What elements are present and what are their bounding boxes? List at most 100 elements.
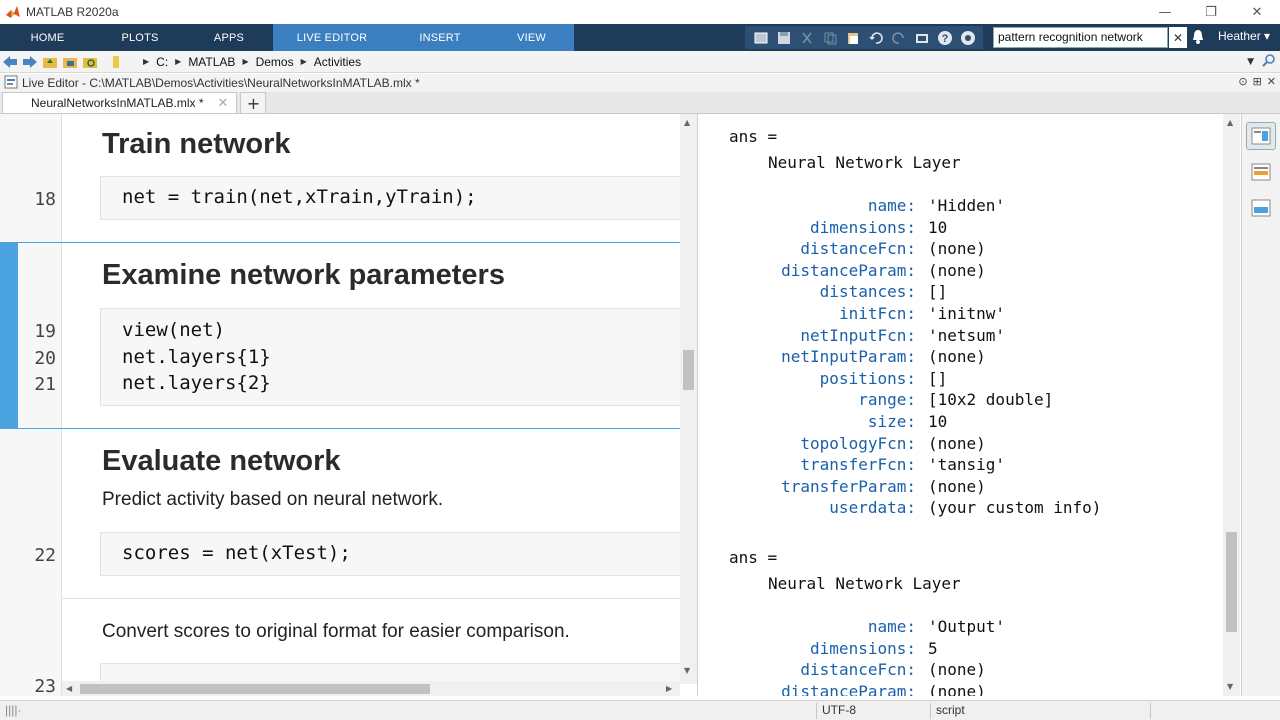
maximize-button[interactable]: ❐ xyxy=(1188,0,1234,24)
bell-icon xyxy=(1193,30,1203,44)
breadcrumb-drive[interactable]: C: xyxy=(156,54,169,69)
property-value: 10 xyxy=(928,217,948,237)
tab-label: NeuralNetworksInMATLAB.mlx * xyxy=(31,96,204,110)
minimize-button[interactable]: — xyxy=(1142,0,1188,24)
close-editor-button[interactable]: ✕ xyxy=(1267,75,1276,88)
scrollbar-thumb[interactable] xyxy=(1226,532,1237,632)
scrollbar-thumb[interactable] xyxy=(80,684,430,694)
editor-actions-button[interactable]: ⊙ xyxy=(1238,75,1247,88)
code-block-train[interactable]: net = train(net,xTrain,yTrain); xyxy=(100,176,680,220)
cut-button[interactable] xyxy=(797,28,816,47)
property-name: topologyFcn: xyxy=(800,433,916,453)
property-name: distanceFcn: xyxy=(800,660,916,680)
tab-insert[interactable]: INSERT xyxy=(391,24,489,51)
search-clear-button[interactable]: ✕ xyxy=(1169,27,1187,48)
find-files-button[interactable] xyxy=(80,52,100,72)
switch-windows-button[interactable] xyxy=(912,28,931,47)
property-name: positions: xyxy=(819,368,916,388)
title-bar: MATLAB R2020a — ❐ ✕ xyxy=(0,0,1280,24)
property-value: [10x2 double] xyxy=(928,390,1054,410)
property-value: 5 xyxy=(928,638,938,658)
tab-neuralnetworks-mlx[interactable]: NeuralNetworksInMATLAB.mlx * ✕ xyxy=(2,92,238,113)
scrollbar-thumb[interactable] xyxy=(683,350,694,390)
hide-code-icon xyxy=(1251,199,1271,217)
section-heading-evaluate[interactable]: Evaluate network xyxy=(102,445,341,477)
breadcrumb-activities[interactable]: Activities xyxy=(313,54,362,69)
notifications-button[interactable] xyxy=(1190,29,1206,45)
tab-view[interactable]: VIEW xyxy=(489,24,574,51)
section-heading-train[interactable]: Train network xyxy=(102,128,291,160)
live-script-editor[interactable]: Train network net = train(net,xTrain,yTr… xyxy=(0,114,697,696)
section-text-convert[interactable]: Convert scores to original format for ea… xyxy=(102,621,570,642)
undo-button[interactable] xyxy=(866,28,885,47)
close-tab-button[interactable]: ✕ xyxy=(217,95,229,110)
forward-button[interactable] xyxy=(20,52,40,72)
section-text-evaluate[interactable]: Predict activity based on neural network… xyxy=(102,489,444,510)
back-icon xyxy=(3,55,17,68)
editor-horizontal-scrollbar[interactable]: ◀ ▶ xyxy=(62,681,680,696)
up-folder-button[interactable] xyxy=(40,52,60,72)
tab-home[interactable]: HOME xyxy=(30,31,65,44)
search-documentation-input[interactable]: pattern recognition network xyxy=(993,27,1168,48)
code-line[interactable]: net.layers{1} xyxy=(122,346,271,368)
output-inline-button[interactable] xyxy=(1246,158,1276,186)
back-button[interactable] xyxy=(0,52,20,72)
undock-button[interactable]: ⊞ xyxy=(1253,75,1262,88)
section-boundary xyxy=(62,598,680,599)
scroll-left-icon[interactable]: ◀ xyxy=(66,684,73,693)
status-encoding: UTF-8 xyxy=(822,703,856,717)
scroll-down-icon[interactable]: ▼ xyxy=(1227,682,1234,691)
breadcrumb-demos[interactable]: Demos xyxy=(255,54,294,69)
property-value: (none) xyxy=(928,660,986,680)
editor-vertical-scrollbar[interactable]: ▲ ▼ xyxy=(680,114,697,684)
community-button[interactable] xyxy=(958,28,977,47)
property-name: name: xyxy=(867,617,916,636)
paste-button[interactable] xyxy=(843,28,862,47)
property-value: (none) xyxy=(928,433,986,453)
property-name: range: xyxy=(858,390,916,410)
code-block-examine[interactable]: view(net) net.layers{1} net.layers{2} xyxy=(100,308,680,406)
breadcrumb-matlab[interactable]: MATLAB xyxy=(188,54,236,69)
code-line[interactable]: view(net) xyxy=(122,319,225,341)
output-vertical-scrollbar[interactable]: ▲ ▼ xyxy=(1223,114,1240,696)
maximize-icon: ❐ xyxy=(1205,4,1217,20)
user-account-menu[interactable]: Heather ▾ xyxy=(1218,29,1271,43)
save-button[interactable] xyxy=(774,28,793,47)
output-right-button[interactable] xyxy=(1246,122,1276,150)
code-block-evaluate[interactable]: scores = net(xTest); xyxy=(100,532,680,576)
tab-live-editor[interactable]: LIVE EDITOR xyxy=(273,24,391,51)
copy-button[interactable] xyxy=(820,28,839,47)
active-section-indicator[interactable] xyxy=(0,242,18,428)
property-value: 10 xyxy=(928,412,948,431)
tab-plots[interactable]: PLOTS xyxy=(121,31,159,44)
quick-access-toolbar: ? xyxy=(745,26,983,49)
scroll-up-icon[interactable]: ▲ xyxy=(1227,118,1234,127)
property-name: userdata: xyxy=(829,498,916,518)
help-button[interactable]: ? xyxy=(935,28,954,47)
scroll-up-icon[interactable]: ▲ xyxy=(684,118,691,127)
property-value: 'tansig' xyxy=(928,455,1006,475)
property-name: distances: xyxy=(819,282,916,302)
property-value: (none) xyxy=(928,239,986,259)
browse-folder-button[interactable] xyxy=(60,52,80,72)
layout-button[interactable] xyxy=(751,28,770,47)
address-dropdown-icon[interactable]: ▼ xyxy=(1247,56,1254,67)
new-tab-button[interactable]: + xyxy=(240,92,267,113)
search-folder-button[interactable] xyxy=(1262,53,1276,70)
output-inline-icon xyxy=(1251,163,1271,181)
redo-button[interactable] xyxy=(889,28,908,47)
scroll-right-icon[interactable]: ▶ xyxy=(666,684,673,693)
breadcrumb: ▶ C: ▶ MATLAB ▶ Demos ▶ Activities xyxy=(136,55,361,69)
tab-apps[interactable]: APPS xyxy=(213,31,245,44)
chevron-right-icon: ▶ xyxy=(242,57,249,66)
property-value: 'initnw' xyxy=(928,304,1006,323)
code-line[interactable]: scores = net(xTest); xyxy=(122,542,351,564)
layout-icon xyxy=(754,32,767,43)
hide-code-button[interactable] xyxy=(1246,194,1276,222)
code-line[interactable]: net = train(net,xTrain,yTrain); xyxy=(122,186,477,208)
scroll-down-icon[interactable]: ▼ xyxy=(684,666,691,675)
output-pane[interactable]: ans = Neural Network Layer name:'Hidden'… xyxy=(697,114,1241,696)
code-line[interactable]: net.layers{2} xyxy=(122,372,271,394)
close-button[interactable]: ✕ xyxy=(1234,0,1280,24)
section-heading-examine[interactable]: Examine network parameters xyxy=(102,259,505,291)
